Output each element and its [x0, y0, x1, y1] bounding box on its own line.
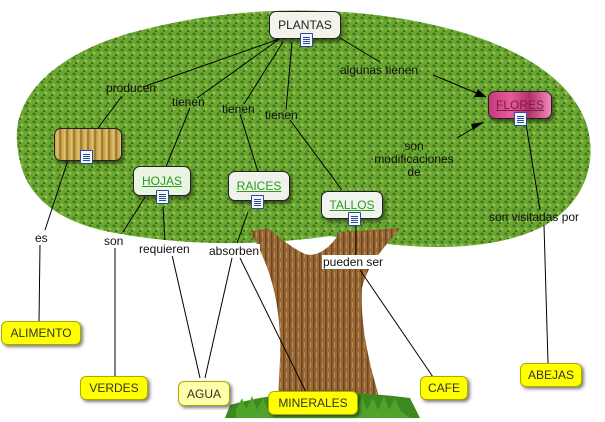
link-son-visitadas-por-label: son visitadas por	[489, 210, 580, 224]
document-icon[interactable]	[348, 212, 361, 226]
link-pueden-ser[interactable]: pueden ser	[322, 255, 385, 269]
concept-tallos-label: TALLOS	[329, 198, 375, 212]
concept-verdes[interactable]: VERDES	[80, 376, 148, 400]
link-es[interactable]: es	[34, 231, 49, 245]
link-son-modificaciones-line-2: modificaciones	[374, 152, 454, 166]
document-icon[interactable]	[156, 190, 169, 204]
link-requieren-label: requieren	[138, 242, 191, 256]
link-son-label: son	[103, 234, 125, 248]
concept-raices[interactable]: RAICES	[228, 171, 290, 209]
link-absorben[interactable]: absorben	[208, 244, 261, 258]
concept-abejas-label: ABEJAS	[527, 368, 575, 382]
concept-raices-label: RAICES	[236, 179, 282, 193]
link-es-label: es	[34, 231, 49, 245]
concept-hojas-label: HOJAS	[141, 174, 182, 188]
concept-minerales-label: MINERALES	[278, 396, 348, 410]
concept-agua[interactable]: AGUA	[178, 381, 230, 406]
link-son-visitadas-por[interactable]: son visitadas por	[489, 211, 579, 224]
document-icon[interactable]	[514, 112, 527, 126]
document-icon[interactable]	[251, 195, 264, 209]
concept-minerales[interactable]: MINERALES	[268, 391, 358, 415]
concept-alimento[interactable]: ALIMENTO	[1, 321, 81, 345]
concept-cafe-label: CAFE	[427, 381, 460, 395]
link-absorben-label: absorben	[208, 244, 261, 258]
concept-abejas[interactable]: ABEJAS	[520, 363, 582, 387]
link-son[interactable]: son	[103, 234, 125, 248]
link-producen-label: producen	[106, 81, 157, 95]
link-requieren[interactable]: requieren	[138, 242, 191, 256]
link-pueden-ser-label: pueden ser	[322, 255, 385, 269]
link-tienen-raices-label: tienen	[222, 102, 255, 116]
document-icon[interactable]	[80, 150, 93, 164]
link-son-modificaciones-line-1: son	[404, 139, 424, 153]
link-tienen-tallos[interactable]: tienen	[265, 109, 298, 122]
link-son-modificaciones-de[interactable]: son modificaciones de	[368, 140, 460, 179]
link-son-modificaciones-line-3: de	[407, 165, 421, 179]
link-algunas-tienen[interactable]: algunas tienen	[340, 64, 418, 77]
link-tienen-tallos-label: tienen	[265, 108, 298, 122]
concept-hojas[interactable]: HOJAS	[133, 166, 191, 204]
link-tienen-hojas-label: tienen	[172, 95, 205, 109]
concept-agua-label: AGUA	[186, 386, 221, 401]
concept-alimento-label: ALIMENTO	[10, 326, 72, 340]
concept-plantas[interactable]: PLANTAS	[269, 11, 341, 47]
concept-cafe[interactable]: CAFE	[420, 376, 468, 400]
concept-flores[interactable]: FLORES	[488, 91, 552, 126]
link-algunas-tienen-label: algunas tienen	[340, 63, 419, 77]
concept-verdes-label: VERDES	[89, 381, 139, 395]
link-tienen-hojas[interactable]: tienen	[172, 96, 205, 109]
concept-alimento-image[interactable]	[54, 128, 122, 164]
link-tienen-raices[interactable]: tienen	[222, 103, 255, 116]
document-icon[interactable]	[300, 33, 313, 47]
concept-plantas-label: PLANTAS	[278, 18, 332, 32]
concept-flores-label: FLORES	[495, 98, 544, 112]
concept-tallos[interactable]: TALLOS	[321, 191, 383, 226]
link-producen[interactable]: producen	[106, 82, 156, 95]
